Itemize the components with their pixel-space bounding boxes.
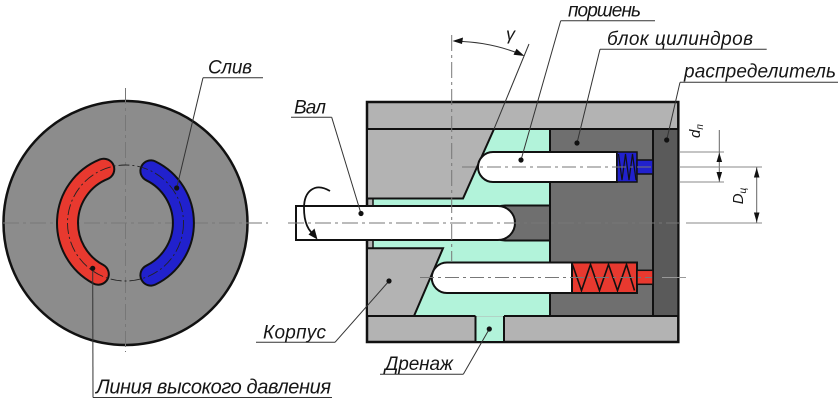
dim-arrow-down-icon (753, 212, 760, 223)
shaft-clearance-lower (373, 240, 480, 249)
dc-label: Dц (730, 187, 749, 204)
section-view (288, 35, 680, 344)
label-val: Вал (294, 98, 326, 119)
spring-top-zigzag-icon (617, 153, 637, 181)
label-porshen: поршень (568, 1, 641, 22)
label-korpus: Корпус (263, 323, 327, 344)
gamma-label: γ (506, 24, 516, 44)
angle-arrow-right-icon (513, 48, 525, 56)
label-blok-cilindrov: блок цилиндров (607, 29, 753, 50)
gamma-angle-annotation: γ (452, 24, 530, 130)
rotation-arrow-icon (303, 186, 331, 240)
label-drenazh: Дренаж (383, 354, 454, 375)
dim-arrow-up-icon (716, 152, 723, 162)
port-plate-end-view (2, 88, 268, 352)
dim-arrow-down-icon (716, 172, 723, 182)
shaft-clearance-upper (373, 198, 497, 206)
angle-arrow-left-icon (452, 37, 463, 44)
dim-arrow-up-icon (753, 167, 760, 178)
label-sliv: Слив (208, 58, 252, 79)
leader-lines (92, 20, 838, 398)
pitch-circle (67, 164, 184, 282)
dimension-piston-diameter: dп (680, 124, 724, 183)
leader-dots (90, 137, 670, 332)
label-liniya-vysokogo-davleniya: Линия высокого давления (94, 377, 331, 399)
label-raspredelitel: распределитель (683, 62, 836, 83)
dimension-cylinder-pitch: Dц (662, 166, 762, 278)
swash-angle-extension-line (493, 43, 530, 130)
dp-label: dп (687, 124, 706, 138)
